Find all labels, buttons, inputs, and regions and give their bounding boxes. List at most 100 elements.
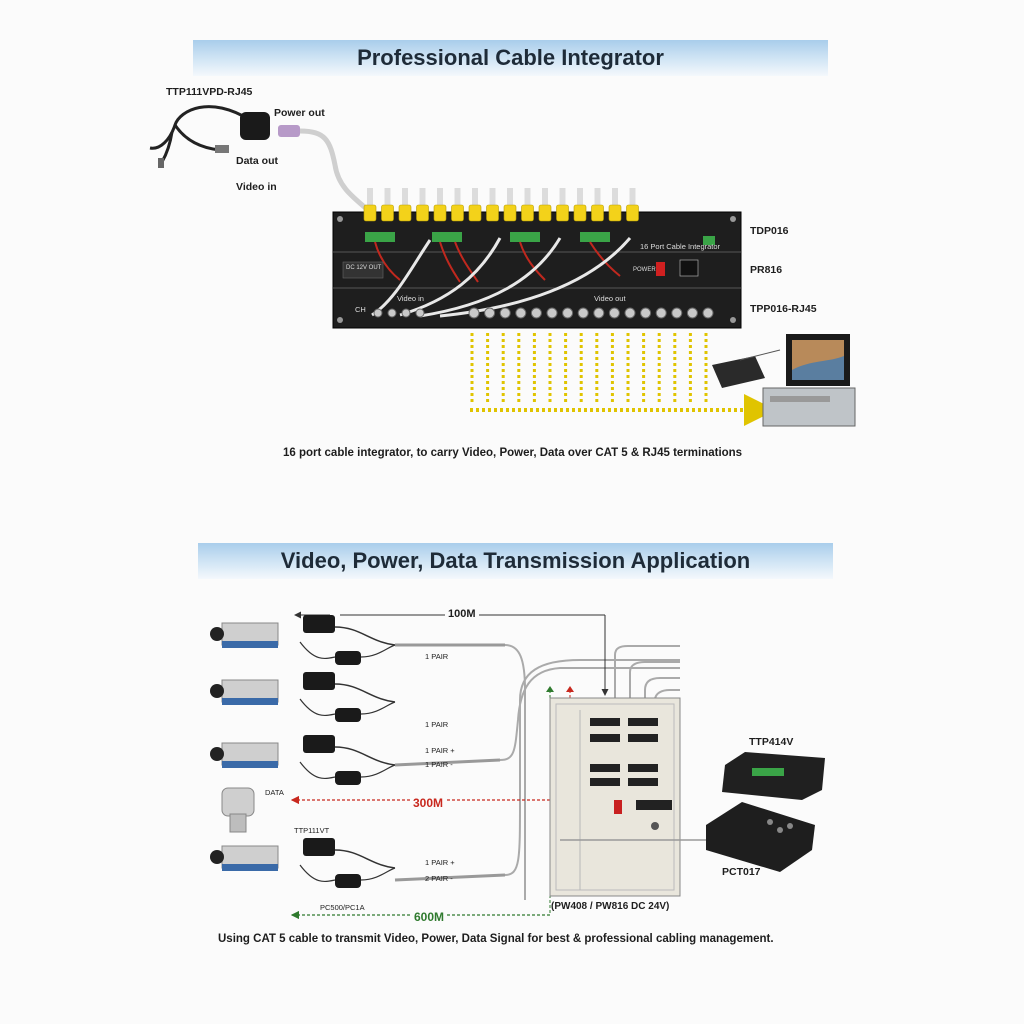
yellow-rj45-connector: [486, 204, 499, 222]
connector-cable: [367, 188, 373, 208]
balun-ttp111vpd: [149, 105, 270, 168]
rack-ch-label: CH: [355, 305, 366, 314]
bnc-connector: [499, 307, 511, 319]
connector-cable: [612, 188, 618, 208]
adapter-cable: [360, 701, 396, 715]
camera-base: [222, 761, 278, 768]
adapter-cable: [360, 644, 396, 658]
label-power-out: Power out: [274, 107, 325, 119]
adapter-cable: [299, 641, 336, 660]
bnc-connector: [624, 307, 636, 319]
label-pr816: PR816: [750, 264, 783, 276]
power-adapter: [335, 708, 361, 722]
power-cable: [278, 125, 370, 212]
bnc-connector: [608, 307, 620, 319]
connector-cable: [594, 188, 601, 208]
adapter-cable: [299, 698, 336, 717]
section2-caption: Using CAT 5 cable to transmit Video, Pow…: [218, 933, 774, 945]
bnc-connector: [484, 307, 496, 319]
yellow-rj45-connector: [503, 204, 517, 222]
camera-lens: [210, 747, 224, 761]
ptz-head: [221, 787, 255, 817]
rack-dc-label: DC 12V OUT: [346, 265, 382, 271]
yellow-rj45-connector: [381, 204, 394, 222]
yellow-rj45-connector: [521, 204, 534, 222]
camera-base: [222, 864, 278, 871]
bnc-connector: [671, 307, 683, 319]
section1-caption: 16 port cable integrator, to carry Video…: [283, 447, 743, 459]
label-1pair-a: 1 PAIR: [425, 652, 449, 661]
yellow-rj45-connector: [433, 204, 447, 222]
label-300m: 300M: [410, 796, 447, 810]
label-1pair-b: 1 PAIR: [425, 720, 449, 729]
balun-cable: [334, 849, 396, 869]
section2-title: Video, Power, Data Transmission Applicat…: [280, 548, 751, 573]
connector-cable: [384, 188, 391, 208]
yellow-rj45-connector: [538, 204, 552, 222]
label-tpp016: TPP016-RJ45: [750, 303, 817, 315]
label-data-out: Data out: [236, 155, 278, 167]
section1-banner: Professional Cable Integrator: [193, 40, 828, 76]
adapter-cable: [360, 867, 396, 881]
balun-cable: [334, 683, 396, 703]
bnc-connector: [702, 307, 714, 319]
bnc-connector: [515, 307, 527, 319]
yellow-rj45-connector: [608, 204, 622, 222]
bnc-connector: [640, 307, 652, 319]
label-1pair-plus-2: 1 PAIR +: [425, 858, 455, 867]
bnc-connector: [686, 307, 698, 319]
balun-cable: [334, 626, 396, 646]
camera-unit: [210, 615, 396, 665]
connector-cable: [507, 188, 513, 208]
yellow-rj45-connector: [416, 204, 429, 222]
connector-cable: [629, 188, 636, 208]
rack-power-label: POWER: [633, 267, 656, 273]
label-pw408: (PW408 / PW816 DC 24V): [551, 901, 670, 912]
connector-cable: [402, 188, 408, 208]
section1-title: Professional Cable Integrator: [357, 45, 664, 70]
label-ttp111vpd: TTP111VPD-RJ45: [166, 86, 253, 98]
label-100m: 100M: [445, 608, 479, 620]
label-1pair-minus: 1 PAIR -: [425, 760, 453, 769]
label-ttp414v: TTP414V: [749, 736, 794, 748]
ptz-base: [229, 813, 247, 833]
yellow-rj45-connector: [451, 204, 464, 222]
bnc-connector: [401, 308, 411, 318]
yellow-connectors: [363, 188, 639, 222]
bnc-connector: [562, 307, 574, 319]
label-tdp016: TDP016: [750, 225, 789, 237]
label-data: DATA: [265, 788, 284, 797]
label-video-in: Video in: [236, 181, 277, 193]
label-pct017: PCT017: [722, 866, 761, 878]
connector-cable: [542, 188, 548, 208]
connector-cable: [437, 188, 443, 208]
bnc-connector: [373, 308, 383, 318]
bnc-connector: [415, 308, 425, 318]
label-1pair-plus: 1 PAIR +: [425, 746, 455, 755]
balun: [303, 672, 335, 690]
power-adapter: [335, 874, 361, 888]
connector-cable: [454, 188, 461, 208]
dashed-yellow-lines: [470, 333, 708, 405]
section2-diagram: [290, 611, 825, 920]
camera-lens: [210, 850, 224, 864]
yellow-rj45-connector: [591, 204, 604, 222]
rack-video-out-label: Video out: [594, 294, 626, 303]
bnc-connector: [577, 307, 589, 319]
power-adapter: [335, 651, 361, 665]
yellow-rj45-connector: [363, 204, 377, 222]
adapter-cable: [360, 764, 396, 778]
bnc-connector: [530, 307, 542, 319]
bnc-connector: [387, 308, 397, 318]
adapter-cable: [299, 864, 336, 883]
connector-cable: [577, 188, 583, 208]
yellow-rj45-connector: [573, 204, 587, 222]
label-2pair-minus: 2 PAIR -: [425, 874, 453, 883]
dvr-station: [712, 334, 856, 427]
balun: [303, 838, 335, 856]
camera-unit: [210, 672, 396, 722]
bnc-connector: [593, 307, 605, 319]
ptz-camera: [221, 787, 255, 833]
camera-lens: [210, 684, 224, 698]
